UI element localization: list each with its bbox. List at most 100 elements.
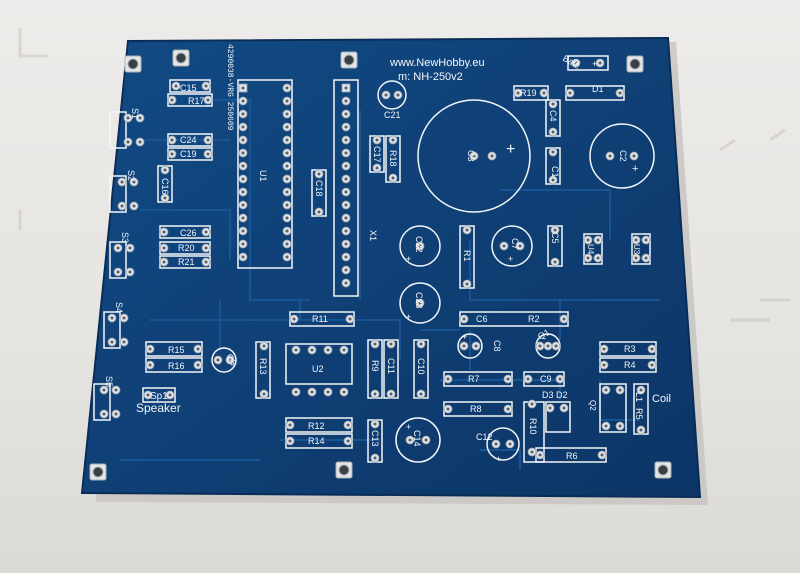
pad-hole	[162, 230, 166, 234]
pad-hole	[170, 138, 174, 142]
pad-hole	[116, 270, 120, 274]
pad-hole	[126, 116, 130, 120]
pad-hole	[241, 177, 245, 181]
pad-hole	[122, 316, 126, 320]
pad-hole	[285, 164, 289, 168]
r9-label: R9	[370, 360, 380, 372]
pad-hole	[216, 358, 220, 362]
pad-hole	[310, 348, 314, 352]
pad-hole	[344, 112, 348, 116]
c23-label: C23	[414, 292, 424, 309]
pad-hole	[285, 151, 289, 155]
pad-hole	[288, 423, 292, 427]
pad-hole	[241, 99, 245, 103]
pad-hole	[634, 238, 638, 242]
c10-label: C10	[416, 358, 426, 375]
pad-hole	[344, 86, 348, 90]
pad-hole	[132, 204, 136, 208]
pad-hole	[586, 256, 590, 260]
pad-hole	[122, 340, 126, 344]
pad-hole	[551, 130, 555, 134]
pad-hole	[602, 347, 606, 351]
pad-hole	[120, 180, 124, 184]
pad-hole	[317, 172, 321, 176]
pad-hole	[344, 99, 348, 103]
mounting-holes	[89, 49, 672, 481]
pad-hole	[526, 377, 530, 381]
coil-label: Coil	[652, 393, 671, 405]
pad-hole	[542, 91, 546, 95]
pad-hole	[170, 152, 174, 156]
c13-label: C13	[370, 430, 380, 447]
c7-plus: +	[508, 254, 513, 264]
pad-hole	[241, 216, 245, 220]
r15-label: R15	[168, 345, 185, 355]
pad-hole	[546, 344, 550, 348]
speaker-label: Speaker	[136, 401, 181, 415]
pad-hole	[639, 428, 643, 432]
pad-hole	[586, 238, 590, 242]
pad-hole	[598, 61, 602, 65]
pad-hole	[418, 301, 422, 305]
r17-label: R17	[188, 96, 205, 106]
pad-hole	[650, 363, 654, 367]
pad-hole	[618, 424, 622, 428]
r7-label: R7	[468, 374, 480, 384]
pad-hole	[148, 363, 152, 367]
pad-hole	[294, 348, 298, 352]
c20-label: C26	[180, 228, 197, 238]
pad-hole	[396, 93, 400, 97]
s5-label: S5	[104, 376, 114, 387]
pad-hole	[228, 358, 232, 362]
c23-plus: +	[406, 312, 411, 322]
pad-hole	[285, 229, 289, 233]
pad-hole	[650, 347, 654, 351]
pad-hole	[530, 402, 534, 406]
pad-hole	[204, 260, 208, 264]
c16-label: C16	[160, 178, 170, 195]
c4-label: C4	[548, 110, 558, 122]
pad-hole	[241, 86, 245, 90]
c14-label: C14	[412, 430, 422, 447]
c19-label: C19	[180, 149, 197, 159]
sp1-label: Sp1	[150, 391, 168, 402]
model-text: m: NH-250v2	[398, 71, 463, 83]
r18-label: R18	[388, 150, 398, 167]
pad-hole	[551, 102, 555, 106]
pad-hole	[342, 348, 346, 352]
pad-hole	[424, 438, 428, 442]
r6-label: R6	[566, 451, 578, 461]
pad-hole	[196, 347, 200, 351]
c1-label: C1	[550, 166, 560, 178]
pad-hole	[344, 242, 348, 246]
s3-label: S3	[120, 232, 130, 243]
pad-hole	[344, 255, 348, 259]
pad-hole	[506, 407, 510, 411]
pad-hole	[373, 422, 377, 426]
pad-hole	[310, 390, 314, 394]
pad-hole	[568, 91, 572, 95]
pad-hole	[120, 204, 124, 208]
pad-hole	[375, 166, 379, 170]
pad-hole	[110, 316, 114, 320]
pad-hole	[600, 453, 604, 457]
c17-label: C17	[372, 146, 382, 163]
pad-hole	[285, 112, 289, 116]
pad-hole	[285, 216, 289, 220]
pad-hole	[474, 344, 478, 348]
pad-hole	[262, 392, 266, 396]
pad-hole	[110, 340, 114, 344]
pad-hole	[562, 317, 566, 321]
pad-hole	[548, 406, 552, 410]
pad-hole	[285, 255, 289, 259]
pad-hole	[634, 256, 638, 260]
pad-hole	[241, 164, 245, 168]
c18-label: C18	[314, 180, 324, 197]
pad-hole	[344, 268, 348, 272]
pad-hole	[285, 138, 289, 142]
d1-label: D1	[592, 84, 604, 94]
c5-label: C5	[550, 232, 560, 244]
pad-hole	[348, 317, 352, 321]
r12-label: R12	[308, 421, 325, 431]
